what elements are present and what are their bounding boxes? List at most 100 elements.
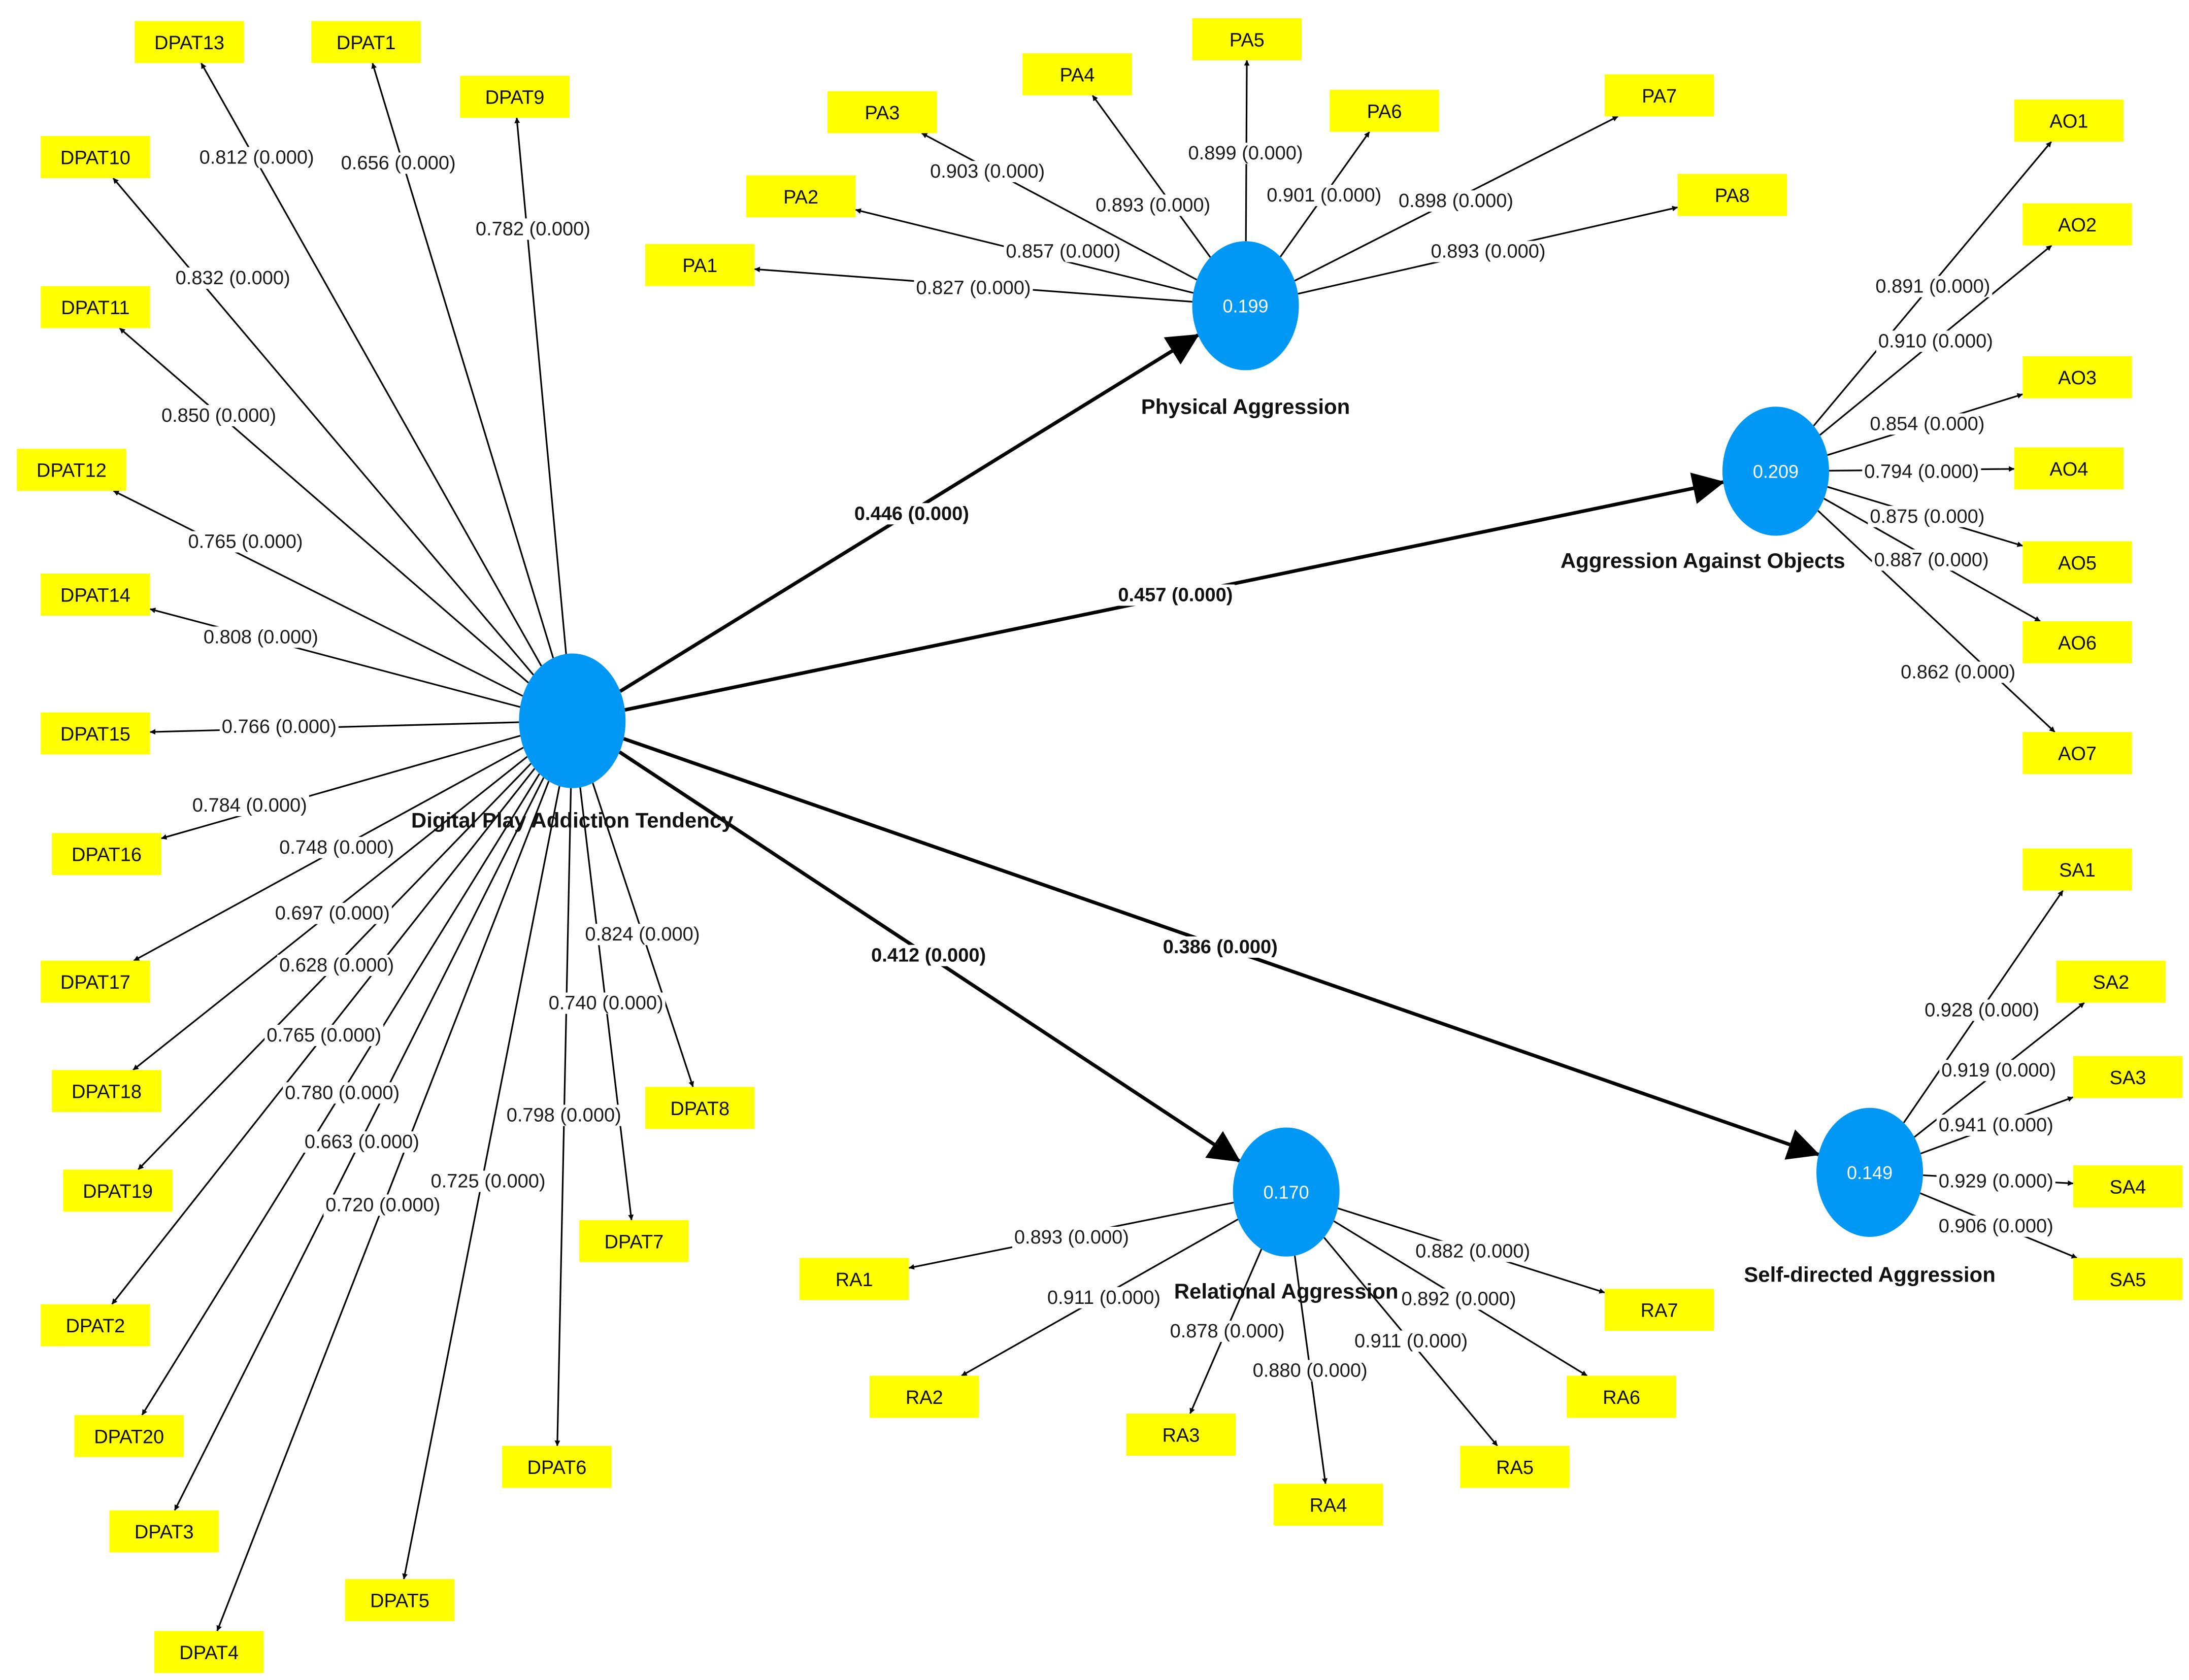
indicator-name-ao5: AO5 [2058, 553, 2097, 574]
indicator-name-ra1: RA1 [836, 1269, 873, 1291]
indicator-name-dpat8: DPAT8 [670, 1098, 729, 1120]
loading-label-bg [428, 1170, 548, 1192]
loading-label-dpat11: 0.850 (0.000) [161, 405, 276, 426]
indicator-name-ra5: RA5 [1496, 1457, 1534, 1479]
indicator-box-dpat12 [17, 449, 126, 491]
indicator-box-dpat13 [135, 21, 244, 63]
loading-label-dpat6: 0.798 (0.000) [507, 1105, 621, 1126]
loading-label-dpat15: 0.766 (0.000) [222, 716, 337, 737]
construct-node-relational-aggression [1233, 1127, 1340, 1257]
loading-label-bg [1862, 461, 1981, 483]
indicator-box-pa3 [827, 91, 937, 133]
loading-label-ra2: 0.911 (0.000) [1047, 1287, 1160, 1308]
indicator-name-dpat5: DPAT5 [370, 1591, 429, 1612]
indicator-name-dpat14: DPAT14 [60, 585, 130, 607]
loading-label-bg [504, 1104, 623, 1126]
loading-label-ra1: 0.893 (0.000) [1014, 1227, 1129, 1248]
indicator-name-dpat12: DPAT12 [37, 460, 107, 482]
loading-label-dpat2: 0.765 (0.000) [267, 1025, 381, 1046]
loading-line-dpat12 [113, 490, 523, 697]
indicator-box-sa1 [2022, 848, 2132, 891]
loading-line-dpat16 [161, 734, 521, 840]
indicator-box-dpat11 [41, 286, 150, 328]
loading-line-dpat9 [514, 117, 567, 654]
loading-label-bg [1936, 1215, 2055, 1237]
loading-label-pa1: 0.827 (0.000) [916, 277, 1031, 298]
structural-path-lines [618, 333, 1820, 1163]
indicator-box-dpat1 [311, 21, 421, 63]
loading-label-bg [201, 626, 320, 648]
loading-label-bg [273, 902, 392, 924]
indicator-name-ra4: RA4 [1310, 1495, 1347, 1517]
indicator-name-dpat16: DPAT16 [72, 845, 142, 866]
indicator-box-dpat2 [41, 1304, 150, 1347]
indicator-name-pa2: PA2 [783, 187, 818, 208]
indicator-box-pa4 [1022, 53, 1132, 95]
loading-label-bg [1872, 549, 1991, 571]
indicator-name-ra2: RA2 [906, 1387, 943, 1408]
r-squared-value-aggression-against-objects: 0.209 [1753, 461, 1799, 482]
loading-label-dpat7: 0.740 (0.000) [549, 993, 664, 1014]
loading-label-pa3: 0.903 (0.000) [930, 161, 1045, 182]
indicator-box-ao1 [2014, 99, 2124, 142]
loading-line-dpat10 [112, 177, 534, 676]
indicator-name-dpat20: DPAT20 [94, 1426, 164, 1448]
loading-label-bg [197, 147, 316, 169]
indicator-box-dpat18 [52, 1070, 161, 1113]
construct-name-digital-play-addiction-tendency: Digital Play Addiction Tendency [411, 808, 734, 832]
loading-label-bg [302, 1131, 421, 1153]
indicator-box-ao7 [2022, 732, 2132, 775]
loading-label-bg [1352, 1330, 1470, 1352]
loading-label-dpat20: 0.780 (0.000) [285, 1082, 400, 1103]
loading-label-bg [1413, 1240, 1533, 1262]
indicator-box-dpat9 [460, 76, 570, 118]
path-label-bg [1160, 936, 1280, 958]
loading-label-bg [1936, 1170, 2055, 1192]
indicator-name-dpat2: DPAT2 [65, 1316, 125, 1337]
loading-label-bg [323, 1194, 443, 1216]
indicator-name-ao2: AO2 [2058, 215, 2097, 236]
construct-name-physical-aggression: Physical Aggression [1141, 394, 1350, 418]
loading-label-bg [1429, 241, 1548, 262]
indicator-name-sa1: SA1 [2059, 860, 2096, 881]
indicator-name-sa5: SA5 [2110, 1269, 2146, 1291]
loading-label-bg [1899, 661, 2018, 683]
loading-label-pa2: 0.857 (0.000) [1006, 241, 1120, 262]
r-squared-value-relational-aggression: 0.170 [1264, 1182, 1309, 1203]
indicator-box-ra3 [1126, 1414, 1236, 1456]
indicator-name-sa2: SA2 [2093, 972, 2129, 993]
indicator-box-dpat8 [645, 1087, 755, 1129]
loading-label-pa5: 0.899 (0.000) [1188, 143, 1303, 164]
path-coefficient-dpat-to-ao: 0.457 (0.000) [1118, 585, 1233, 606]
indicator-name-pa6: PA6 [1367, 101, 1402, 122]
loading-label-bg [1876, 330, 1995, 352]
indicator-name-pa5: PA5 [1230, 29, 1265, 51]
loading-label-bg [190, 794, 309, 816]
loading-label-bg [1399, 1288, 1518, 1310]
path-label-bg [869, 945, 988, 966]
indicator-name-pa7: PA7 [1642, 86, 1677, 107]
indicator-box-dpat4 [154, 1631, 264, 1673]
indicator-box-dpat20 [74, 1415, 184, 1457]
indicator-name-dpat10: DPAT10 [60, 147, 130, 169]
loading-label-bg [473, 218, 592, 240]
loading-label-ao3: 0.854 (0.000) [1870, 413, 1984, 434]
loading-label-sa4: 0.929 (0.000) [1939, 1170, 2053, 1192]
indicator-box-ra6 [1567, 1375, 1676, 1418]
indicator-box-pa7 [1604, 74, 1714, 117]
indicator-box-sa2 [2056, 960, 2166, 1003]
loading-label-bg [1045, 1287, 1163, 1308]
indicator-name-sa3: SA3 [2110, 1067, 2146, 1089]
indicator-name-ra7: RA7 [1641, 1300, 1678, 1322]
path-coefficient-dpat-to-ra: 0.412 (0.000) [871, 945, 986, 966]
loading-label-pa4: 0.893 (0.000) [1096, 194, 1210, 216]
indicator-name-dpat15: DPAT15 [60, 724, 130, 745]
indicator-name-pa4: PA4 [1059, 64, 1094, 86]
path-label-bg [852, 503, 971, 525]
indicator-box-dpat17 [41, 960, 150, 1003]
loading-label-bg [1093, 194, 1213, 216]
indicator-box-dpat3 [109, 1510, 219, 1553]
indicator-name-dpat4: DPAT4 [179, 1642, 239, 1664]
